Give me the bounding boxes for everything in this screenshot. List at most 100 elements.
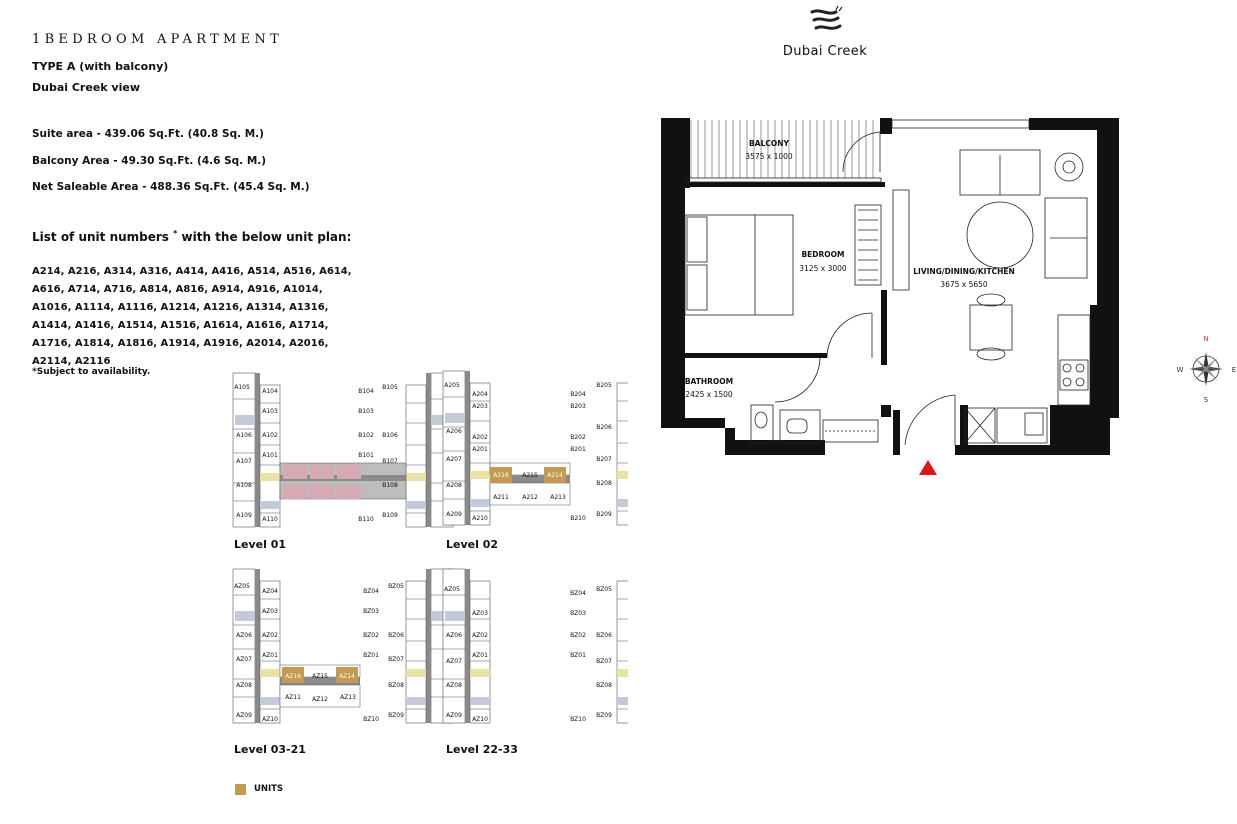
- svg-text:AZ11: AZ11: [285, 694, 301, 701]
- unit-a216-l03: [282, 667, 304, 683]
- svg-text:AZ12: AZ12: [312, 696, 328, 703]
- shower: [822, 419, 879, 443]
- svg-text:A102: A102: [262, 432, 278, 439]
- svg-text:B203: B203: [570, 403, 586, 410]
- svg-text:AZ03: AZ03: [262, 608, 278, 615]
- unit-a214-l03: [336, 667, 358, 683]
- svg-text:BZ10: BZ10: [363, 716, 379, 723]
- units-legend-swatch: [235, 784, 246, 795]
- vanity: [779, 409, 821, 444]
- svg-text:BZ01: BZ01: [363, 652, 379, 659]
- level-01-label: Level 01: [234, 538, 287, 551]
- svg-text:AZ01: AZ01: [262, 652, 278, 659]
- svg-text:BZ09: BZ09: [388, 712, 404, 719]
- units-legend-label: UNITS: [254, 784, 284, 794]
- compass-n: N: [1203, 335, 1208, 343]
- svg-text:A213: A213: [550, 494, 566, 501]
- suite-area: Suite area - 439.06 Sq.Ft. (40.8 Sq. M.): [32, 128, 264, 140]
- svg-text:BZ10: BZ10: [570, 716, 586, 723]
- svg-text:A210: A210: [472, 515, 488, 522]
- svg-text:AZ08: AZ08: [236, 682, 252, 689]
- dubai-creek-logo-icon: [810, 6, 843, 30]
- bed: [684, 214, 794, 316]
- svg-text:BZ08: BZ08: [596, 682, 612, 689]
- svg-text:B204: B204: [570, 391, 586, 398]
- svg-text:A205: A205: [444, 382, 460, 389]
- svg-text:B208: B208: [596, 480, 612, 487]
- balcony-dims: 3575 x 1000: [745, 152, 793, 161]
- level-02-plan: [442, 370, 628, 526]
- availability-note: *Subject to availability.: [32, 367, 151, 377]
- bathroom-dims: 2425 x 1500: [685, 390, 733, 399]
- svg-text:A206: A206: [446, 428, 462, 435]
- balcony-hatch: [690, 120, 874, 178]
- level-03-21-label: Level 03-21: [234, 743, 306, 756]
- svg-text:A203: A203: [472, 403, 488, 410]
- svg-text:AZ01: AZ01: [472, 652, 488, 659]
- compass-s: S: [1204, 396, 1209, 404]
- kitchen-counter: [1057, 314, 1091, 406]
- living-dims: 3675 x 5650: [940, 280, 988, 289]
- unit-list-heading-suffix: with the below unit plan:: [181, 230, 352, 244]
- svg-text:A105: A105: [234, 384, 250, 391]
- coffee-table: [966, 201, 1034, 269]
- svg-text:AZ03: AZ03: [472, 610, 488, 617]
- svg-text:A207: A207: [446, 456, 462, 463]
- svg-text:BZ06: BZ06: [596, 632, 612, 639]
- unit-list-heading-text: List of unit numbers: [32, 230, 169, 244]
- svg-text:B209: B209: [596, 511, 612, 518]
- svg-text:B207: B207: [596, 456, 612, 463]
- bedroom-dims: 3125 x 3000: [799, 264, 847, 273]
- svg-text:B102: B102: [358, 432, 374, 439]
- compass-e: E: [1232, 366, 1236, 374]
- svg-text:BZ04: BZ04: [363, 588, 379, 595]
- svg-text:A202: A202: [472, 434, 488, 441]
- level-03-21-plan: [232, 568, 454, 724]
- svg-text:B105: B105: [382, 384, 398, 391]
- svg-text:B202: B202: [570, 434, 586, 441]
- level-01-plan: [232, 372, 454, 528]
- svg-text:AZ09: AZ09: [446, 712, 462, 719]
- svg-text:BZ05: BZ05: [596, 586, 612, 593]
- svg-text:AZ13: AZ13: [340, 694, 356, 701]
- compass-w: W: [1177, 366, 1184, 374]
- svg-text:A204: A204: [472, 391, 488, 398]
- svg-text:BZ07: BZ07: [388, 656, 404, 663]
- unit-view: Dubai Creek view: [32, 81, 140, 94]
- svg-text:A209: A209: [446, 511, 462, 518]
- svg-text:BZ02: BZ02: [570, 632, 586, 639]
- svg-text:A103: A103: [262, 408, 278, 415]
- wall-west: [661, 118, 685, 428]
- svg-text:AZ07: AZ07: [236, 656, 252, 663]
- living-label: LIVING/DINING/KITCHEN: [913, 267, 1015, 276]
- balcony-label: BALCONY: [749, 139, 789, 148]
- brand-name: Dubai Creek: [782, 44, 868, 59]
- svg-text:BZ09: BZ09: [596, 712, 612, 719]
- svg-text:B210: B210: [570, 515, 586, 522]
- svg-text:BZ02: BZ02: [363, 632, 379, 639]
- compass-icon: N E S W: [1177, 335, 1237, 404]
- page-title: 1BEDROOM APARTMENT: [32, 32, 284, 47]
- svg-text:A109: A109: [236, 512, 252, 519]
- unit-a216-l02: [490, 467, 512, 483]
- svg-text:A211: A211: [493, 494, 509, 501]
- svg-text:AZ14: AZ14: [339, 673, 355, 680]
- svg-text:AZ04: AZ04: [262, 588, 278, 595]
- unit-list-heading-mark: *: [173, 229, 178, 238]
- unit-numbers: A214, A216, A314, A316, A414, A416, A514…: [32, 266, 352, 367]
- wardrobe: [854, 204, 882, 286]
- svg-text:AZ07: AZ07: [446, 658, 462, 665]
- svg-text:B106: B106: [382, 432, 398, 439]
- svg-text:AZ10: AZ10: [472, 716, 488, 723]
- svg-text:B206: B206: [596, 424, 612, 431]
- dining-table: [969, 304, 1013, 351]
- level-22-33-label: Level 22-33: [446, 743, 518, 756]
- svg-text:BZ07: BZ07: [596, 658, 612, 665]
- svg-text:B108: B108: [382, 482, 398, 489]
- svg-text:BZ08: BZ08: [388, 682, 404, 689]
- svg-text:AZ02: AZ02: [262, 632, 278, 639]
- svg-text:AZ16: AZ16: [285, 673, 301, 680]
- svg-text:A201: A201: [472, 446, 488, 453]
